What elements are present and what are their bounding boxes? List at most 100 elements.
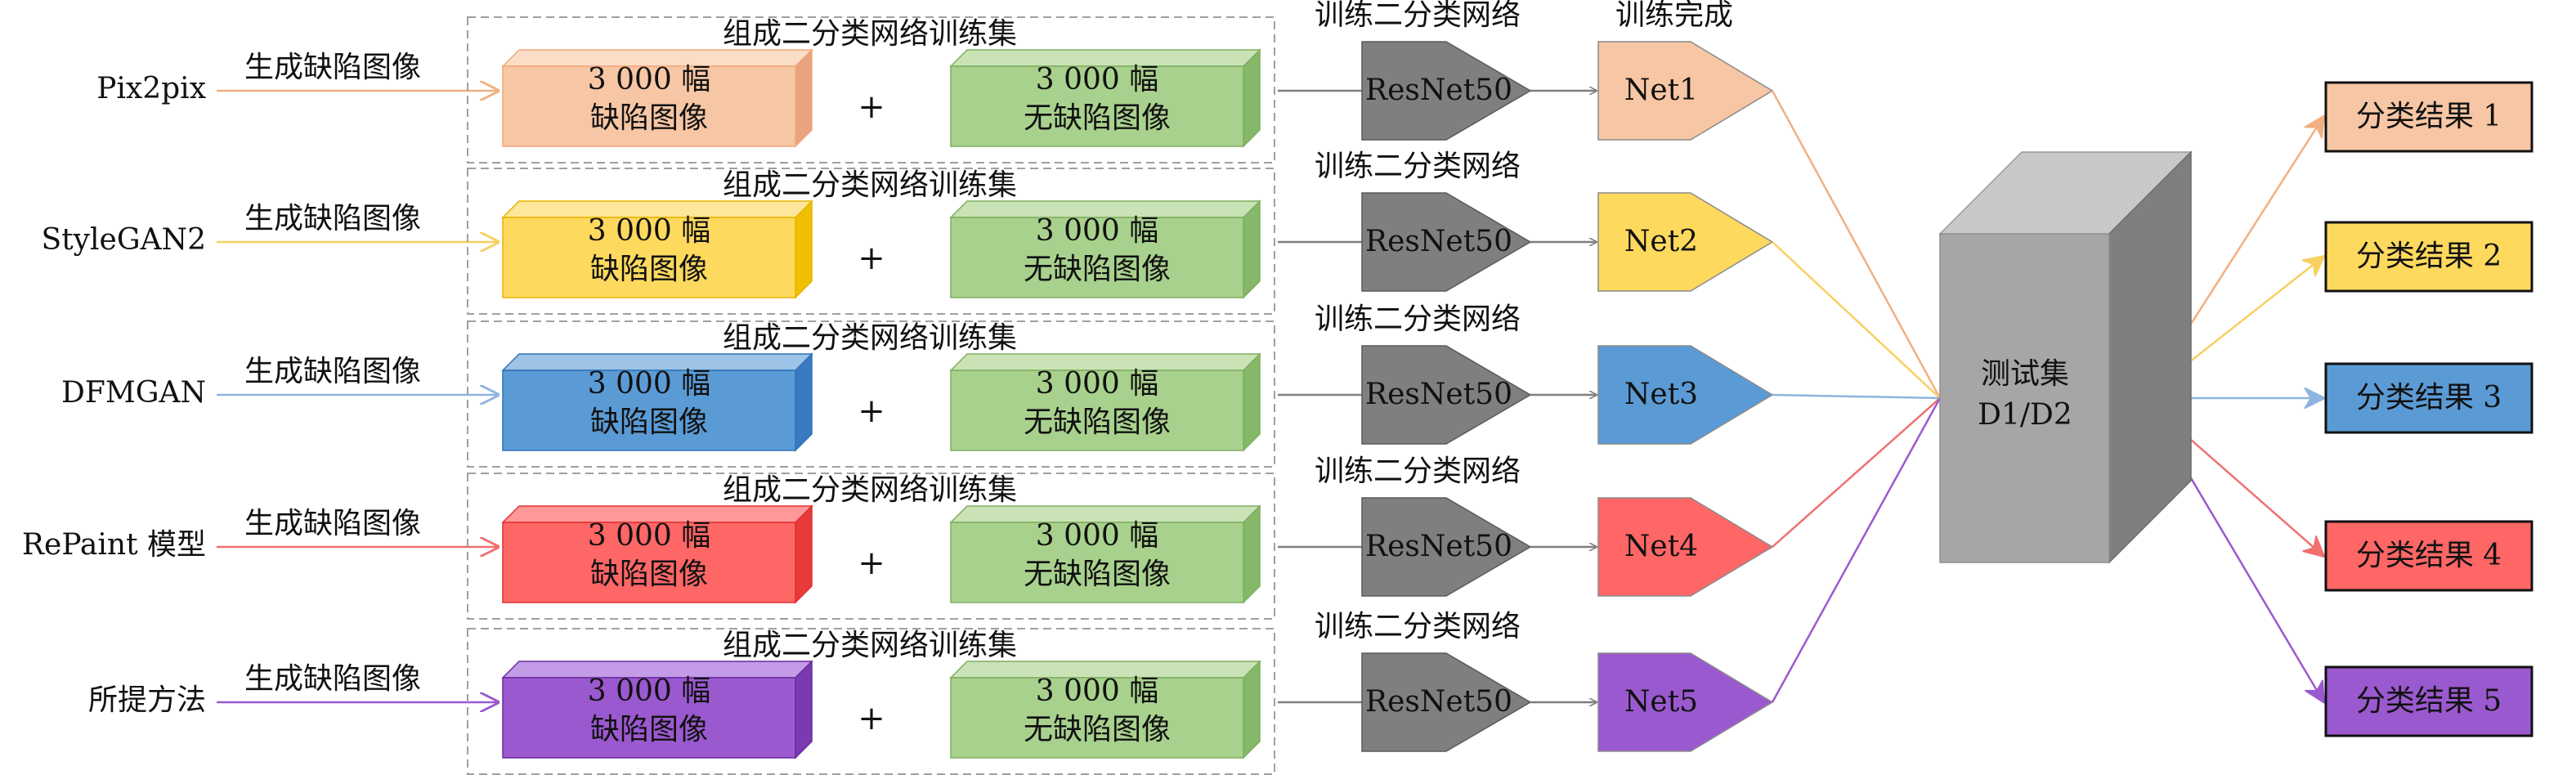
training-set-label: 组成二分类网络训练集 xyxy=(723,629,1017,662)
result-box xyxy=(2324,81,2533,153)
method-label: StyleGAN2 xyxy=(42,223,206,257)
defect-cube-side-face xyxy=(795,504,813,604)
training-set-border xyxy=(467,168,1275,315)
method-label: Pix2pix xyxy=(96,72,206,105)
net-label: Net2 xyxy=(1624,225,1698,258)
resnet-shape xyxy=(1361,192,1532,292)
normal-cube xyxy=(949,504,1261,604)
normal-cube-front-face xyxy=(950,370,1244,451)
defect-cube xyxy=(501,48,813,148)
test-set-front-face xyxy=(1939,233,2110,563)
plus-sign: + xyxy=(858,544,885,582)
training-set-label: 组成二分类网络训练集 xyxy=(723,473,1017,507)
defect-cube xyxy=(501,504,813,604)
defect-count: 3 000 幅 xyxy=(588,63,711,96)
result-box xyxy=(2324,665,2533,737)
defect-cube-front-face xyxy=(502,217,796,298)
defect-label: 缺陷图像 xyxy=(590,713,708,746)
train-label: 训练二分类网络 xyxy=(1315,0,1521,32)
defect-cube-front-face xyxy=(502,65,796,147)
plus-sign: + xyxy=(858,700,885,737)
result-box xyxy=(2324,221,2533,293)
generate-label: 生成缺陷图像 xyxy=(244,662,421,696)
normal-label: 无缺陷图像 xyxy=(1024,253,1171,286)
training-set-border xyxy=(467,320,1275,468)
normal-cube-side-face xyxy=(1243,352,1261,452)
resnet-shape xyxy=(1361,41,1532,141)
defect-count: 3 000 幅 xyxy=(588,367,711,401)
normal-label: 无缺陷图像 xyxy=(1024,101,1171,135)
net-to-test-line xyxy=(1771,90,1942,399)
generate-label: 生成缺陷图像 xyxy=(244,507,421,540)
training-set-border xyxy=(467,628,1275,775)
result-box xyxy=(2324,520,2533,592)
method-label: 所提方法 xyxy=(88,683,206,717)
training-set-label: 组成二分类网络训练集 xyxy=(723,168,1017,202)
defect-label: 缺陷图像 xyxy=(590,101,708,135)
net-label: Net4 xyxy=(1624,530,1698,563)
normal-count: 3 000 幅 xyxy=(1036,63,1159,96)
net-to-test-line xyxy=(1772,241,1941,399)
net-shape xyxy=(1597,41,1774,141)
normal-label: 无缺陷图像 xyxy=(1024,405,1171,439)
method-label: DFMGAN xyxy=(61,376,206,410)
net-to-test-line xyxy=(1772,397,1941,548)
defect-cube xyxy=(501,660,813,759)
training-set-label: 组成二分类网络训练集 xyxy=(723,321,1017,355)
result-label: 分类结果 1 xyxy=(2356,100,2502,133)
result-label: 分类结果 3 xyxy=(2356,381,2502,414)
normal-cube-side-face xyxy=(1243,504,1261,604)
result-label: 分类结果 5 xyxy=(2356,684,2502,718)
normal-cube-side-face xyxy=(1243,660,1261,759)
defect-cube-front-face xyxy=(502,370,796,451)
plus-sign: + xyxy=(858,240,885,277)
net-shape xyxy=(1597,345,1774,445)
normal-cube xyxy=(949,199,1261,299)
normal-count: 3 000 幅 xyxy=(1036,214,1159,248)
resnet-label: ResNet50 xyxy=(1365,530,1512,563)
defect-cube xyxy=(501,352,813,452)
normal-cube xyxy=(949,660,1261,759)
net-to-test-line xyxy=(1771,397,1942,703)
normal-cube-side-face xyxy=(1243,199,1261,299)
training-set-border xyxy=(467,16,1275,164)
generate-label: 生成缺陷图像 xyxy=(244,202,421,235)
result-label: 分类结果 2 xyxy=(2356,240,2502,273)
train-label: 训练二分类网络 xyxy=(1315,150,1521,183)
defect-label: 缺陷图像 xyxy=(590,558,708,591)
normal-cube xyxy=(949,352,1261,452)
net-label: Net1 xyxy=(1624,74,1698,107)
normal-label: 无缺陷图像 xyxy=(1024,713,1171,746)
resnet-label: ResNet50 xyxy=(1365,225,1512,258)
normal-cube xyxy=(949,48,1261,148)
defect-count: 3 000 幅 xyxy=(588,519,711,553)
net-shape xyxy=(1597,497,1774,597)
net-to-test-line xyxy=(1772,393,1941,400)
method-label: RePaint 模型 xyxy=(22,528,206,562)
done-label: 训练完成 xyxy=(1615,0,1733,32)
normal-cube-side-face xyxy=(1243,48,1261,148)
defect-cube-side-face xyxy=(795,48,813,148)
resnet-shape xyxy=(1361,652,1532,752)
train-label: 训练二分类网络 xyxy=(1315,455,1521,488)
train-label: 训练二分类网络 xyxy=(1315,302,1521,336)
defect-count: 3 000 幅 xyxy=(588,674,711,708)
defect-cube-side-face xyxy=(795,660,813,759)
plus-sign: + xyxy=(858,392,885,430)
normal-count: 3 000 幅 xyxy=(1036,519,1159,553)
normal-label: 无缺陷图像 xyxy=(1024,558,1171,591)
generate-label: 生成缺陷图像 xyxy=(244,355,421,388)
normal-cube-front-face xyxy=(950,677,1244,759)
resnet-shape xyxy=(1361,345,1532,445)
defect-count: 3 000 幅 xyxy=(588,214,711,248)
training-set-label: 组成二分类网络训练集 xyxy=(723,17,1017,51)
test-set-title: 测试集 xyxy=(1981,357,2069,391)
generate-label: 生成缺陷图像 xyxy=(244,51,421,84)
defect-label: 缺陷图像 xyxy=(590,253,708,286)
net-shape xyxy=(1597,652,1774,752)
plus-sign: + xyxy=(858,88,885,126)
